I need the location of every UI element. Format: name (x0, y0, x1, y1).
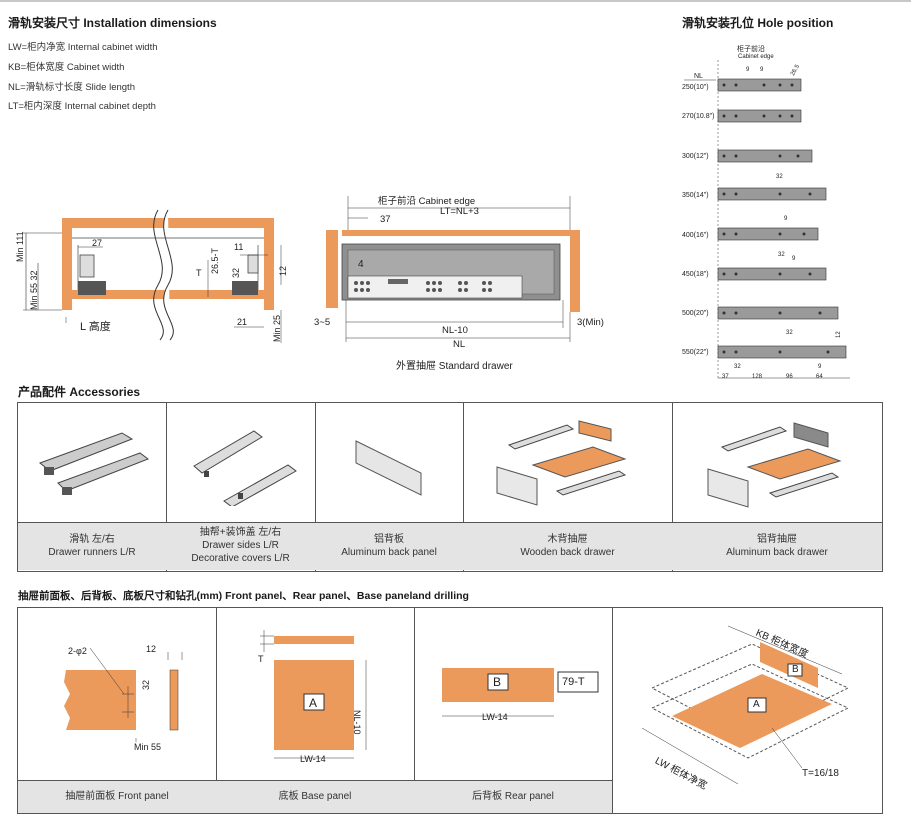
hole-mark: 37 (722, 374, 729, 380)
install-title: 滑轨安装尺寸 Installation dimensions (8, 16, 217, 30)
front-dim-min55: Min 55 (134, 742, 162, 752)
holes-col-header: NL (694, 73, 703, 80)
rear-panel-cell: B 79-T LW-14 后背板 Rear panel (414, 608, 613, 813)
hole-row-label: 500(20") (682, 310, 709, 317)
hole-row-label: 450(18") (682, 271, 709, 278)
base-dim-lw-14: LW-14 (300, 754, 326, 764)
dim-32: 32 (231, 267, 241, 278)
top-divider (0, 0, 911, 2)
drawer-lt-label: LT=NL+3 (440, 206, 479, 217)
dim-12: 12 (278, 265, 288, 276)
hole-mark: 96 (786, 374, 793, 380)
hole-mark: 9 (760, 67, 764, 73)
dim-27: 27 (92, 238, 103, 248)
front-dim-12: 12 (146, 644, 157, 654)
base-dim-nl-10: NL-10 (352, 710, 362, 735)
drawer-dim-nl-10: NL-10 (442, 325, 468, 336)
iso-drawer-cell: KB 柜体宽度 LW 柜体净宽 B A T=16/18 (612, 608, 882, 813)
dim-min111: Min 111 (15, 231, 25, 262)
cabinet-section-diagram (23, 209, 282, 343)
dim-min25: Min 25 (272, 314, 282, 342)
drawer-dim-37: 37 (380, 214, 391, 225)
def-lt: LT=柜内深度 Internal cabinet depth (8, 101, 156, 112)
wooden-drawer-image (496, 420, 627, 506)
base-panel-cell: T A NL-10 LW-14 底板 Base panel (216, 608, 415, 813)
base-panel-caption: 底板 Base panel (216, 780, 414, 813)
dim-11: 11 (234, 242, 244, 252)
iso-drawer-diagram (641, 625, 850, 785)
alu-panel-image (355, 440, 422, 496)
drawer-dim-3-5: 3~5 (314, 317, 331, 328)
rear-dim-79-t: 79-T (562, 676, 585, 688)
alu-drawer-image (707, 422, 842, 508)
hole-mark: 9 (792, 256, 796, 262)
dim-min55-32: Min 55 32 (29, 270, 39, 310)
hole-mark: 64 (816, 374, 823, 380)
rear-panel-caption: 后背板 Rear panel (414, 780, 612, 813)
drawer-caption: 外置抽屉 Standard drawer (396, 361, 513, 372)
drawer-dim-3min: 3(Min) (577, 317, 604, 328)
drawer-side-diagram (326, 196, 580, 342)
hole-mark: 32 (734, 364, 741, 370)
hole-mark: 9 (818, 364, 822, 370)
dim-26-5-t: 26.5-T (210, 247, 220, 274)
front-panel-caption: 抽屉前面板 Front panel (18, 780, 216, 813)
hole-mark: 32 (786, 330, 793, 336)
hole-mark: 32 (778, 252, 785, 258)
front-hole-spec: 2-φ2 (68, 646, 87, 656)
drawer-dim-nl: NL (453, 339, 466, 350)
panels-table: 2-φ2 12 32 Min 55 抽屉前面板 Front panel T A … (17, 607, 883, 814)
sides-image (193, 430, 297, 506)
hole-mark: 128 (752, 374, 763, 380)
hole-mark: 32 (776, 174, 783, 180)
base-label-a: A (309, 696, 318, 710)
accessories-title: 产品配件 Accessories (18, 385, 141, 399)
front-panel-diagram (64, 647, 183, 742)
drawer-dim-4: 4 (358, 259, 364, 270)
hole-row-label: 250(10") (682, 84, 709, 91)
rear-panel-diagram (442, 668, 599, 717)
dim-l-height: L 高度 (80, 321, 111, 333)
rear-dim-lw-14: LW-14 (482, 712, 508, 722)
hole-row-label: 400(16") (682, 232, 709, 239)
holes-title: 滑轨安装孔位 Hole position (682, 16, 834, 30)
runners-image (38, 432, 150, 495)
def-nl: NL=滑轨标寸长度 Slide length (8, 82, 135, 93)
def-kb: KB=柜体宽度 Cabinet width (8, 62, 125, 73)
hole-mark: 12 (836, 331, 842, 338)
hole-row-label: 350(14") (682, 192, 709, 199)
hole-position-diagram (684, 60, 850, 380)
drawer-edge-label: 柜子前沿 Cabinet edge (378, 196, 476, 207)
holes-edge-cn: 柜子前沿 (737, 46, 765, 53)
panels-title: 抽屉前面板、后背板、底板尺寸和钻孔(mm) Front panel、Rear p… (18, 590, 469, 602)
iso-label-a: A (753, 699, 760, 710)
hole-mark: 9 (746, 67, 750, 73)
hole-row-label: 300(12") (682, 153, 709, 160)
base-dim-t: T (258, 654, 264, 664)
hole-row-label: 270(10.8") (682, 113, 715, 120)
rear-label-b: B (493, 675, 502, 689)
base-panel-diagram (260, 630, 367, 759)
dim-t: T (196, 268, 202, 278)
front-dim-32: 32 (141, 679, 151, 690)
dim-21: 21 (237, 317, 248, 327)
iso-t-label: T=16/18 (802, 768, 839, 779)
front-panel-cell: 2-φ2 12 32 Min 55 抽屉前面板 Front panel (18, 608, 217, 813)
hole-mark: 9 (784, 216, 788, 222)
iso-label-b: B (792, 664, 799, 675)
def-lw: LW=柜内净宽 Internal cabinet width (8, 42, 158, 53)
holes-edge-en: Cabinet edge (738, 54, 774, 60)
hole-row-label: 550(22") (682, 349, 709, 356)
